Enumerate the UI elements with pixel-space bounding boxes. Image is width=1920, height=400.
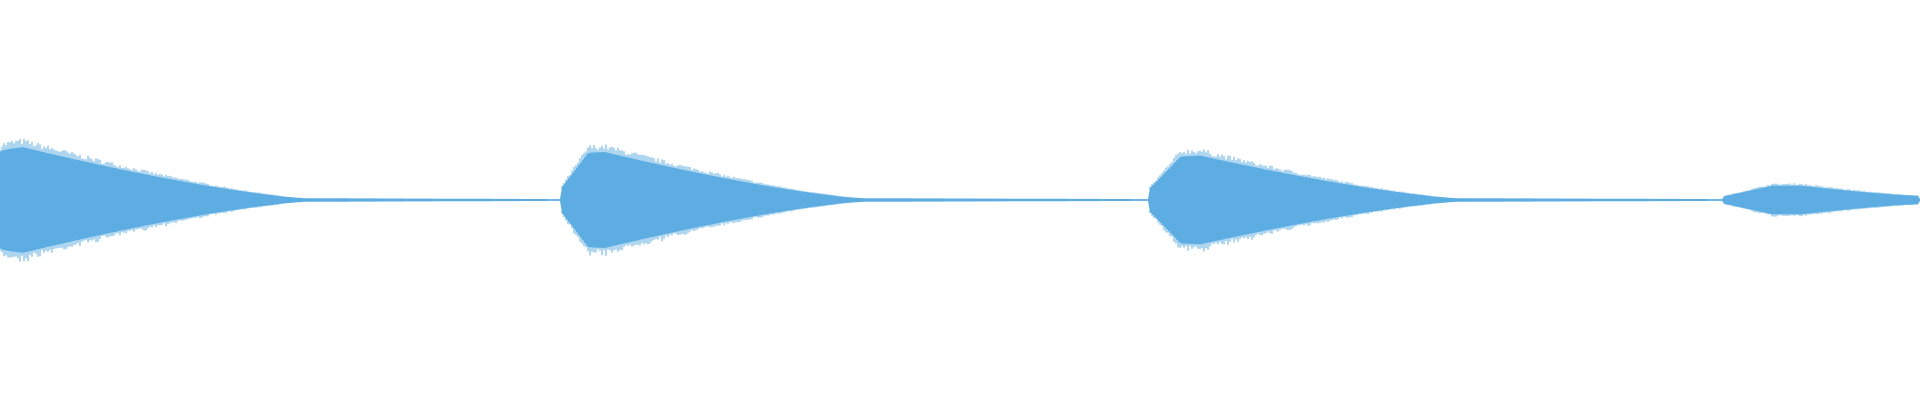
waveform-envelope — [0, 147, 1920, 253]
waveform-spikes — [0, 139, 1919, 262]
